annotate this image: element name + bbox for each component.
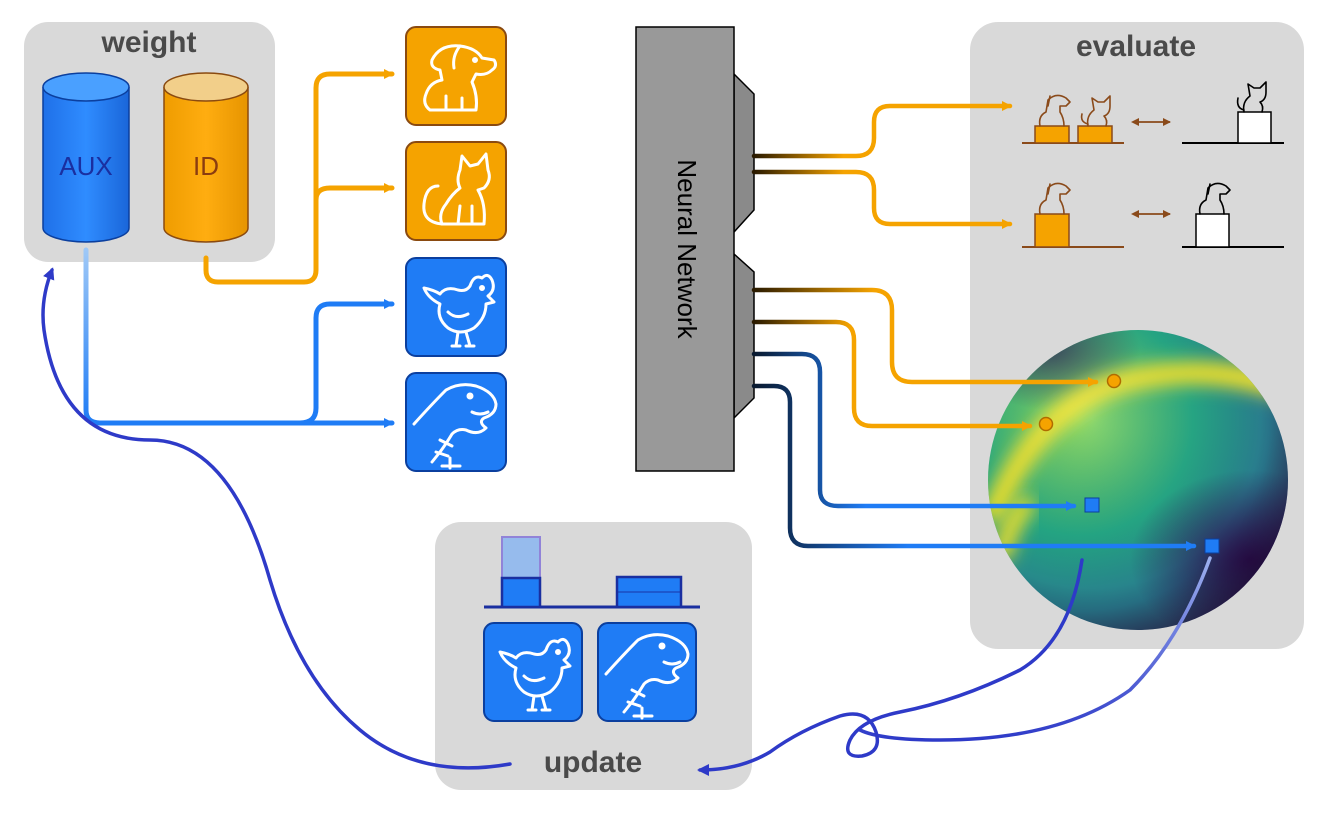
tile-dinosaur [405, 372, 507, 472]
id-to-tiles-arrows [203, 69, 395, 285]
small-dog-icon [1038, 94, 1071, 127]
id-label: ID [193, 151, 219, 181]
small-dog-icon-2 [1038, 182, 1071, 215]
chicken-icon [498, 637, 572, 712]
dinosaur-icon [604, 633, 690, 720]
sphere-markers [1038, 373, 1220, 554]
update-weights [484, 536, 700, 609]
dog-icon [423, 44, 498, 112]
dinosaur-icon [412, 383, 498, 470]
small-cat-icon [1080, 95, 1111, 127]
aux-label: AUX [59, 151, 112, 181]
tile-dog [405, 26, 507, 126]
update-title: update [544, 746, 642, 779]
network-to-sphere-arrows [751, 287, 1197, 551]
id-database: ID [163, 72, 249, 243]
evaluate-title: evaluate [1076, 30, 1196, 63]
update-tile-chicken [483, 622, 583, 722]
update-panel: update [435, 522, 752, 790]
tile-cat [405, 141, 507, 241]
reference-dog-icon [1198, 182, 1231, 215]
neural-network: Neural Network [635, 26, 755, 472]
comparison-row-2 [1022, 182, 1284, 248]
chicken-icon [422, 273, 496, 348]
aux-to-tiles-arrows [83, 247, 395, 428]
network-to-evaluate-arrows [751, 101, 1013, 229]
tile-chicken [405, 257, 507, 357]
comparison-row-1 [1022, 81, 1284, 144]
tile-to-network-connectors [506, 72, 636, 424]
cat-icon [422, 152, 491, 226]
weight-title: weight [101, 26, 197, 59]
aux-database: AUX [42, 72, 130, 243]
network-label: Neural Network [672, 159, 702, 339]
update-tile-dinosaur [597, 622, 697, 722]
feedback-loop [41, 267, 1212, 776]
reference-cat-icon [1236, 81, 1267, 113]
